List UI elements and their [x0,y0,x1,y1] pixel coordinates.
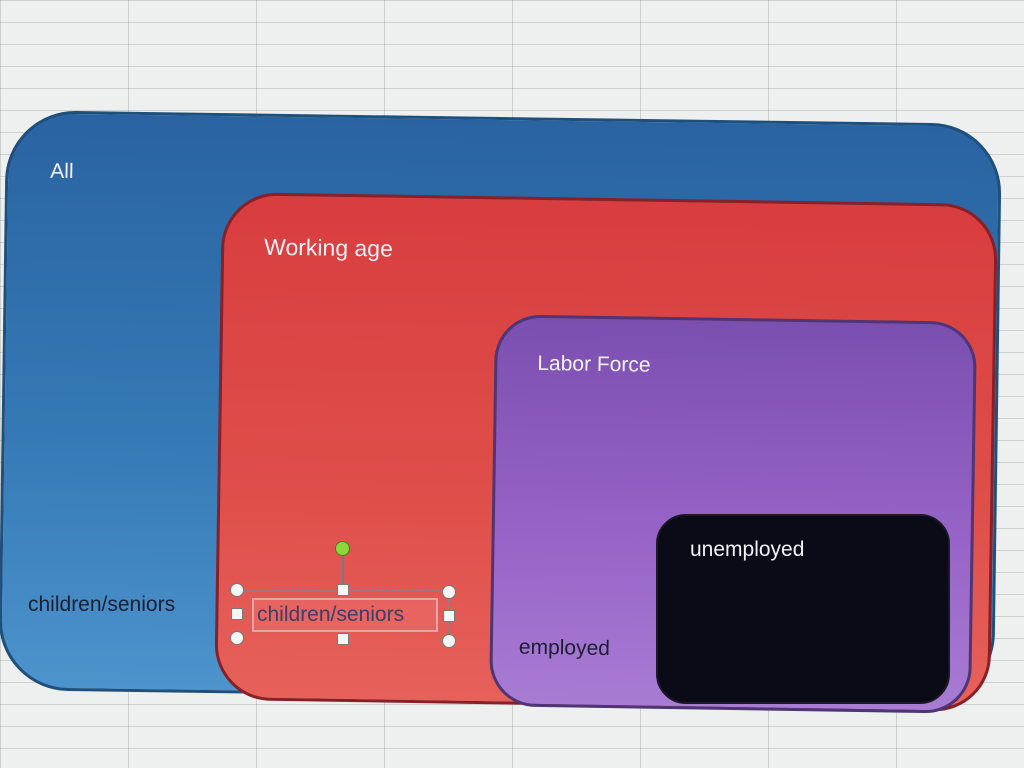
children-seniors-label: children/seniors [28,593,176,616]
selected-textbox[interactable]: children/seniors [252,598,438,632]
resize-handle-top[interactable] [337,584,349,596]
region-labor-force-label: Labor Force [537,351,651,377]
resize-handle-bottom[interactable] [337,633,349,645]
resize-handle-left[interactable] [231,608,243,620]
resize-handle-right[interactable] [443,610,455,622]
region-working-age-label: Working age [263,233,394,262]
region-all-label: All [50,159,74,184]
region-unemployed-label: unemployed [690,538,805,561]
resize-handle-bottom-left[interactable] [230,631,244,645]
selected-textbox-text: children/seniors [257,603,405,626]
resize-handle-top-right[interactable] [442,585,456,599]
rotate-handle[interactable] [335,541,350,556]
rotate-handle-stem [342,556,344,584]
resize-handle-top-left[interactable] [230,583,244,597]
resize-handle-bottom-right[interactable] [442,634,456,648]
employed-label: employed [518,635,611,661]
region-unemployed[interactable]: unemployed [656,514,950,704]
